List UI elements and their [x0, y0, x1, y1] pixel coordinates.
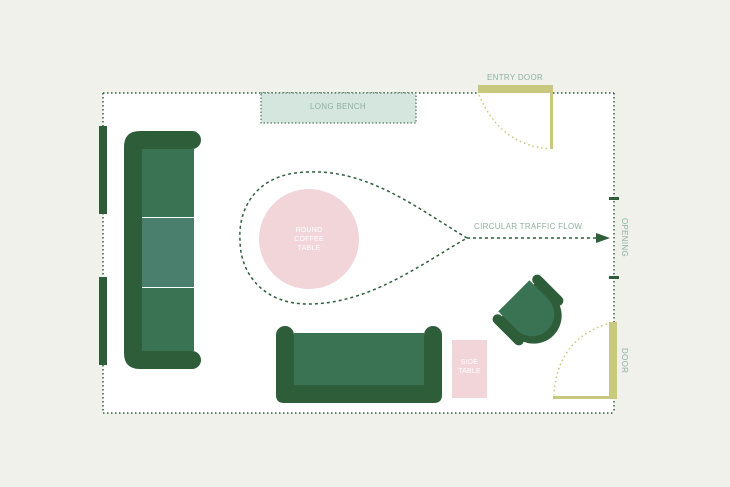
round-coffee-table — [259, 189, 359, 289]
right-door — [553, 322, 617, 399]
sofa-cushion-bottom — [142, 288, 194, 351]
side-table — [452, 340, 487, 398]
traffic-flow-label: CIRCULAR TRAFFIC FLOW — [474, 222, 583, 231]
bottom-sofa — [276, 326, 442, 403]
round-table-label-line2: COFFEE — [294, 236, 324, 243]
entry-door-label: ENTRY DOOR — [487, 73, 544, 82]
opening-marks — [609, 197, 619, 279]
left-sofa — [124, 131, 201, 369]
entry-door — [478, 85, 553, 150]
traffic-flow-path — [239, 171, 597, 305]
long-bench — [260, 92, 417, 124]
side-table-label: SIDE TABLE — [452, 358, 487, 376]
door-label: DOOR — [620, 348, 629, 374]
window-upper — [99, 126, 107, 214]
window-lower — [99, 277, 107, 365]
sofa-cushion-middle — [142, 218, 194, 287]
round-table-label-line1: ROUND — [295, 227, 323, 234]
flow-arrow-icon — [596, 233, 610, 243]
long-bench-label: LONG BENCH — [310, 102, 366, 111]
armchair — [492, 274, 564, 346]
sofa-cushion-top — [142, 149, 194, 217]
loveseat-cushion — [294, 333, 424, 385]
side-table-label-line2: TABLE — [458, 368, 481, 375]
side-table-label-line1: SIDE — [460, 359, 479, 366]
round-table-label: ROUND COFFEE TABLE — [279, 226, 339, 253]
round-table-label-line3: TABLE — [297, 245, 321, 252]
opening-label: OPENING — [620, 218, 629, 257]
